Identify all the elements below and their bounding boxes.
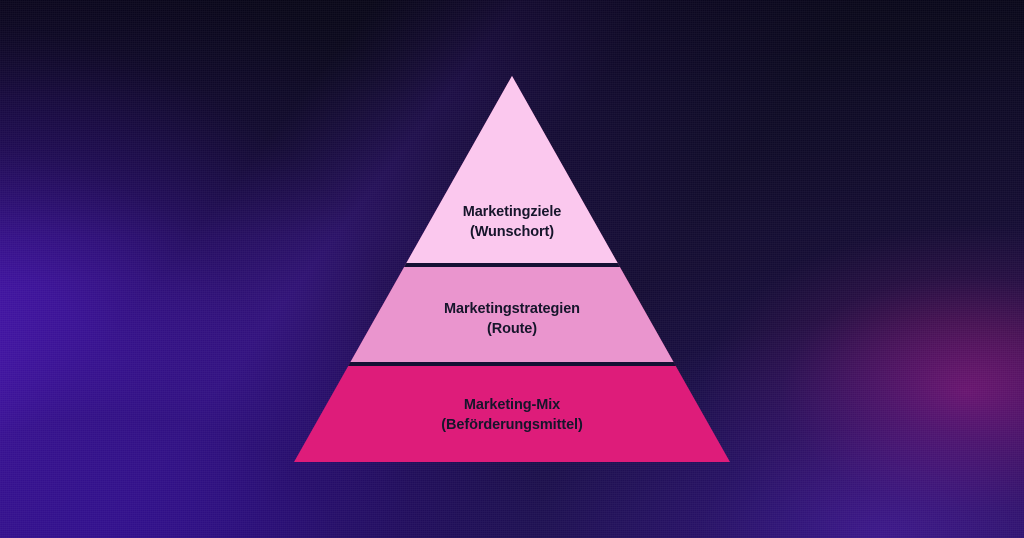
tier-bottom-subtitle: (Beförderungsmittel)	[441, 417, 583, 433]
pyramid-tier-middle-labels: Marketingstrategien (Route)	[444, 301, 580, 337]
tier-middle-subtitle: (Route)	[487, 321, 537, 337]
tier-bottom-title: Marketing-Mix	[464, 397, 560, 413]
pyramid-divider-lower	[294, 362, 730, 366]
tier-top-subtitle: (Wunschort)	[470, 224, 554, 240]
pyramid-tier-top-labels: Marketingziele (Wunschort)	[463, 204, 562, 240]
pyramid-divider-upper	[294, 263, 730, 267]
tier-top-title: Marketingziele	[463, 204, 562, 220]
tier-middle-title: Marketingstrategien	[444, 301, 580, 317]
pyramid-tier-bottom-labels: Marketing-Mix (Beförderungsmittel)	[441, 397, 583, 433]
